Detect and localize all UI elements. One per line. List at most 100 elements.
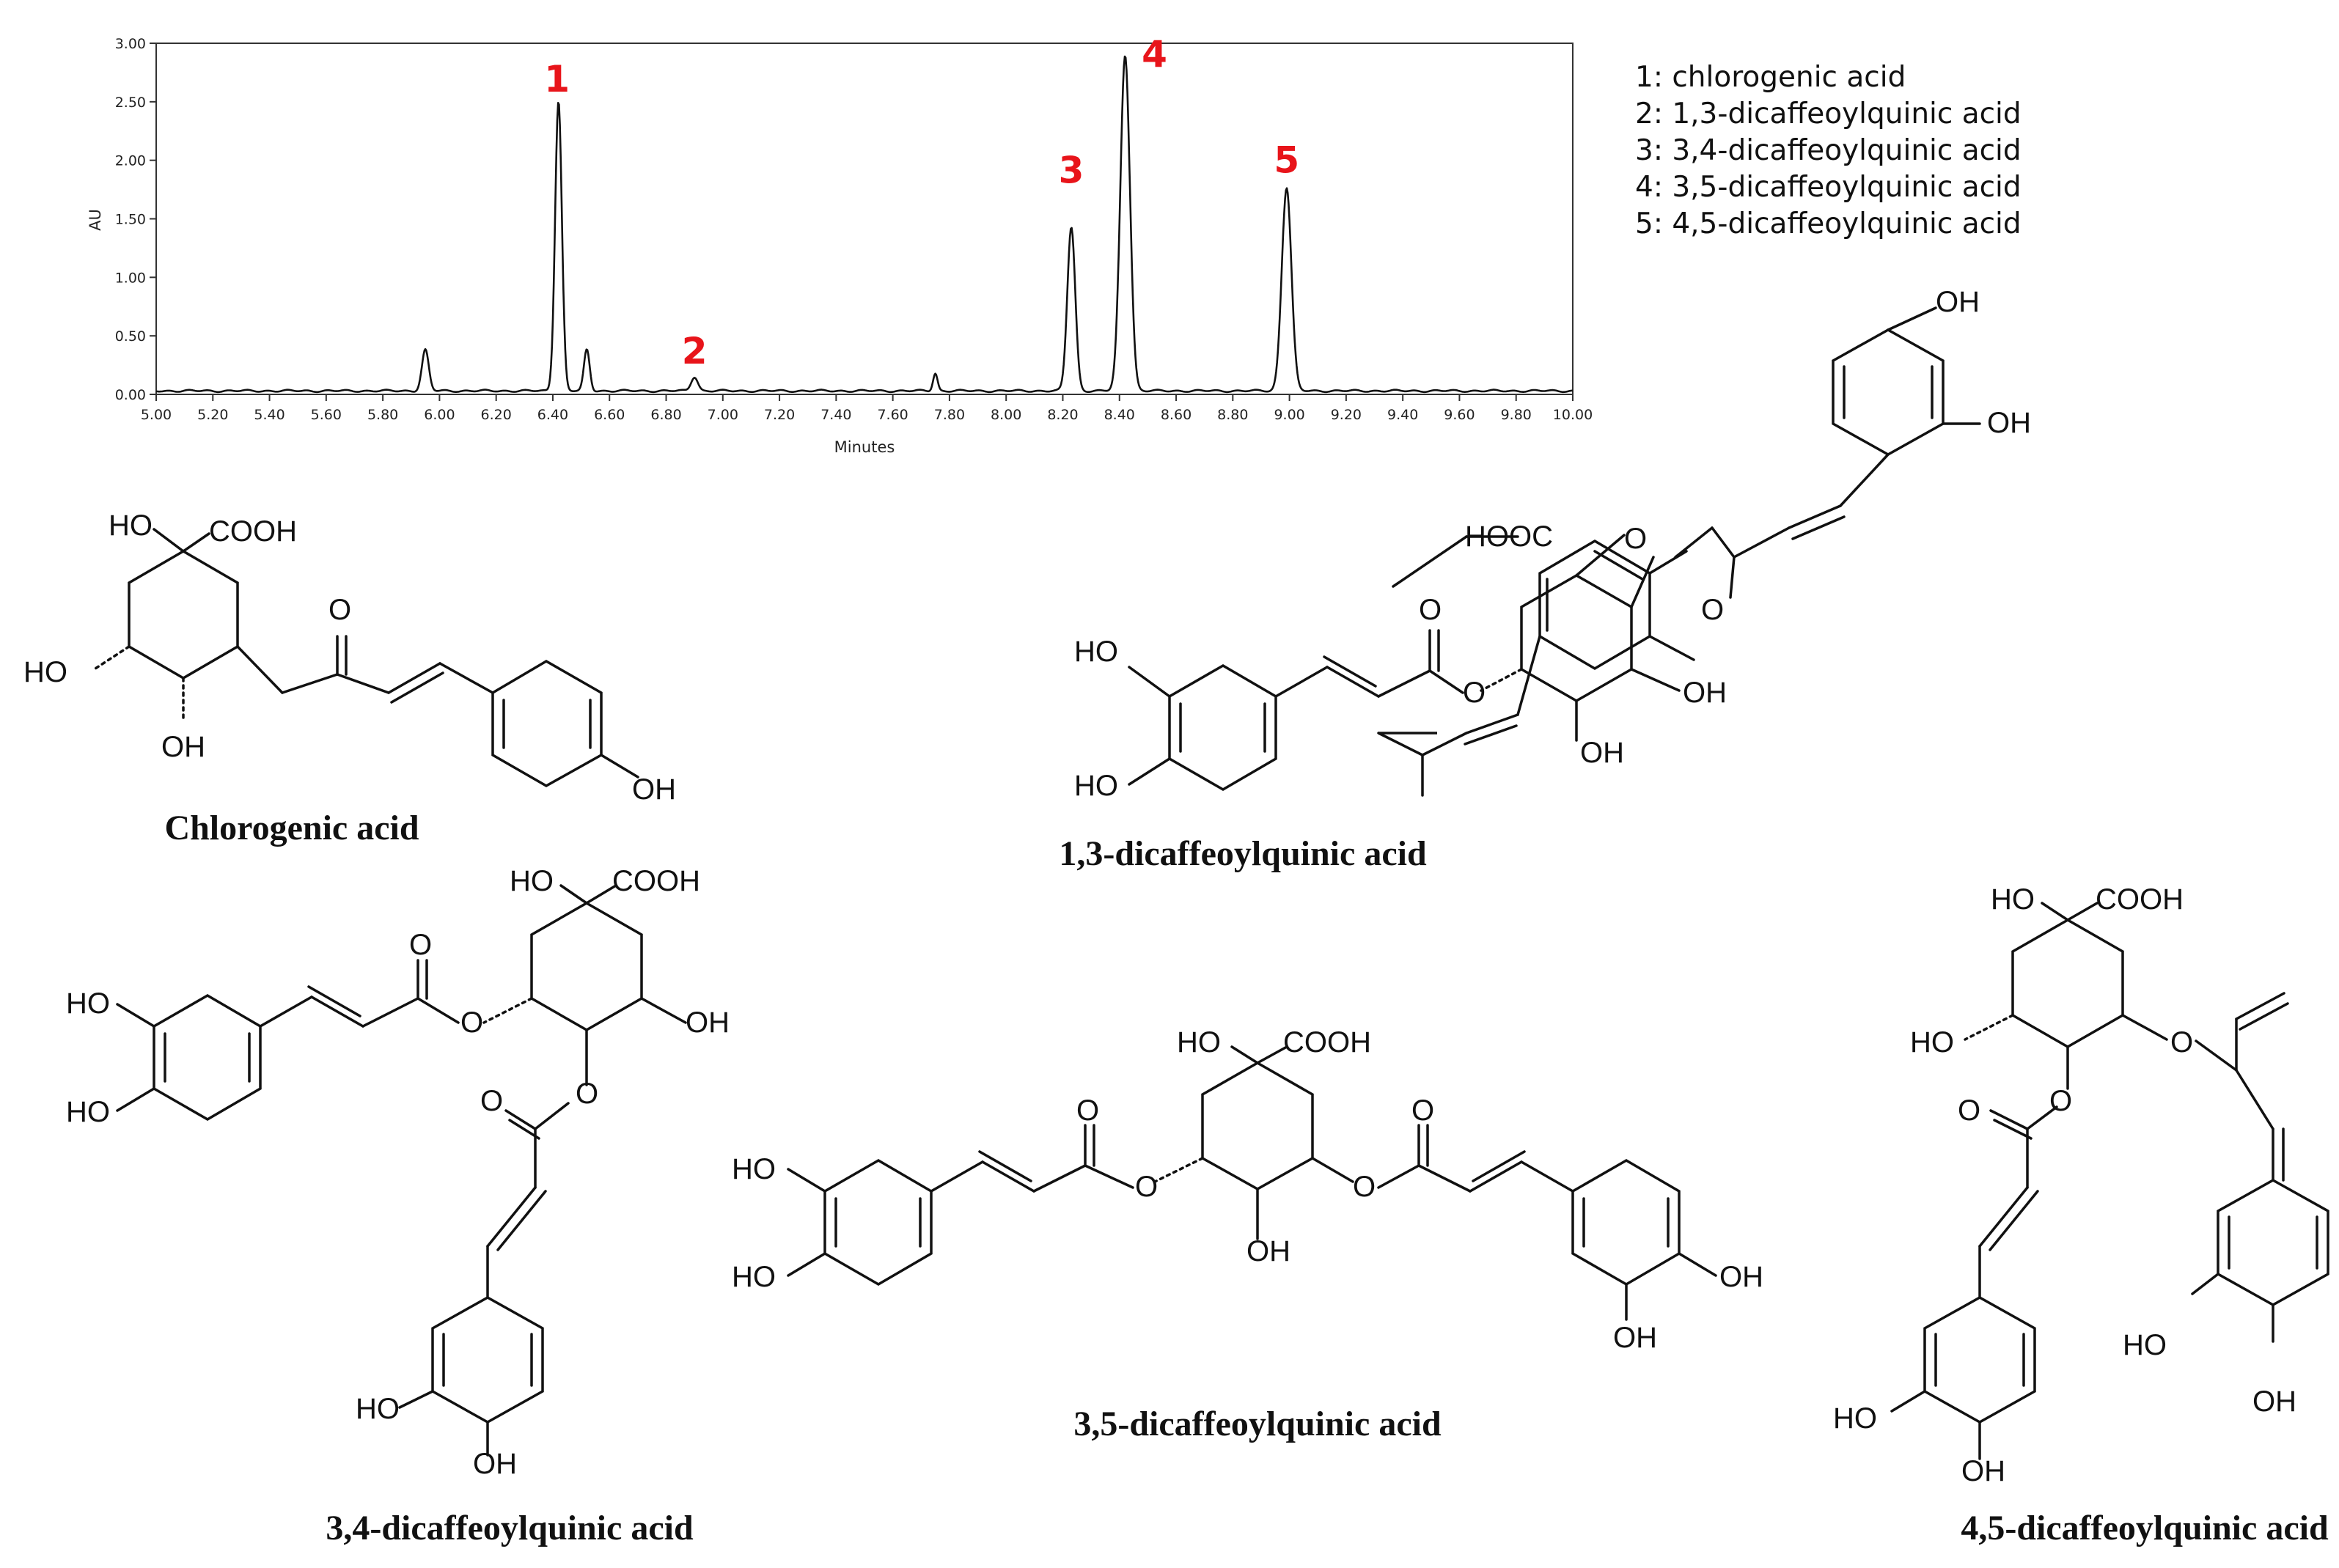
y-axis-label: AU xyxy=(87,209,104,231)
atom-label: OH xyxy=(1961,1455,2005,1487)
atom-label: HO xyxy=(1833,1402,1877,1435)
atom-label: O xyxy=(2049,1085,2072,1117)
structure-caption: 4,5-dicaffeoylquinic acid xyxy=(1961,1509,2329,1547)
y-axis-ticks: 0.000.501.001.502.002.503.00 xyxy=(115,36,156,403)
peak-label-1: 1 xyxy=(544,58,570,100)
atom-label: O xyxy=(1076,1094,1099,1127)
atom-label: HO xyxy=(1074,770,1118,802)
y-tick-label: 1.00 xyxy=(115,270,146,286)
peak-label-2: 2 xyxy=(682,330,708,372)
x-tick-label: 9.20 xyxy=(1331,407,1362,423)
x-tick-label: 9.40 xyxy=(1387,407,1418,423)
structure-bonds xyxy=(787,1045,1717,1321)
legend-entry-1: 1: chlorogenic acid xyxy=(1635,61,1906,94)
x-tick-label: 7.40 xyxy=(820,407,851,423)
x-tick-label: 7.00 xyxy=(708,407,738,423)
x-axis-label: Minutes xyxy=(834,438,895,456)
x-tick-label: 5.60 xyxy=(311,407,342,423)
x-tick-label: 10.00 xyxy=(1553,407,1593,423)
atom-label: O xyxy=(1463,677,1486,709)
atom-label: O xyxy=(1353,1171,1376,1203)
y-tick-label: 3.00 xyxy=(115,36,146,52)
atom-label: OH xyxy=(1719,1261,1763,1293)
atom-label: O xyxy=(576,1078,598,1110)
x-tick-label: 6.00 xyxy=(424,407,455,423)
x-tick-label: 8.80 xyxy=(1217,407,1248,423)
y-tick-label: 0.50 xyxy=(115,328,146,345)
atom-label: COOH xyxy=(209,515,297,548)
atom-label: HO xyxy=(1074,636,1118,668)
atom-label: HO xyxy=(1910,1026,1954,1059)
peak-labels: 1 2 3 4 5 xyxy=(544,33,1299,372)
atom-label: HO xyxy=(66,1096,110,1128)
legend: 1: chlorogenic acid 2: 1,3-dicaffeoylqui… xyxy=(1635,61,2022,240)
structure-1-3-dicaffeoylquinic-acid: OH OH HOOC O O O HO O HO OH OH 1,3-dicaf… xyxy=(1059,286,2031,873)
atom-label: O xyxy=(328,594,351,626)
structure-caption: 3,4-dicaffeoylquinic acid xyxy=(326,1509,694,1547)
structure-caption: Chlorogenic acid xyxy=(164,809,419,847)
x-tick-label: 8.60 xyxy=(1161,407,1191,423)
x-tick-label: 5.20 xyxy=(197,407,228,423)
structure-4-5-dicaffeoylquinic-acid: HO COOH HO O O O HO OH HO OH 4,5-dicaffe… xyxy=(1833,883,2329,1547)
atom-label: O xyxy=(409,929,432,961)
x-tick-label: 8.40 xyxy=(1104,407,1135,423)
x-tick-label: 6.80 xyxy=(650,407,681,423)
legend-entry-2: 2: 1,3-dicaffeoylquinic acid xyxy=(1635,97,2022,130)
atom-label: O xyxy=(2170,1026,2193,1059)
x-tick-label: 6.20 xyxy=(481,407,512,423)
atom-label: OH xyxy=(1936,286,1980,318)
x-tick-label: 5.40 xyxy=(254,407,284,423)
atom-label: O xyxy=(1135,1171,1158,1203)
atom-label: OH xyxy=(2252,1385,2296,1418)
x-tick-label: 5.80 xyxy=(367,407,398,423)
y-tick-label: 2.50 xyxy=(115,95,146,111)
atom-label: HO xyxy=(356,1393,400,1425)
atom-label: HO xyxy=(1177,1026,1221,1059)
peak-label-5: 5 xyxy=(1274,139,1299,181)
x-tick-label: 8.20 xyxy=(1047,407,1078,423)
legend-entry-5: 5: 4,5-dicaffeoylquinic acid xyxy=(1635,207,2022,240)
x-tick-label: 5.00 xyxy=(141,407,172,423)
atom-label: HO xyxy=(23,656,67,688)
atom-label: O xyxy=(1624,523,1647,555)
y-tick-label: 2.00 xyxy=(115,153,146,169)
atom-label: HO xyxy=(510,865,554,897)
structure-bonds xyxy=(94,528,639,788)
structure-caption: 1,3-dicaffeoylquinic acid xyxy=(1059,834,1427,873)
atom-label: O xyxy=(460,1006,483,1039)
atom-label: HO xyxy=(109,509,153,542)
structure-chlorogenic-acid: HO COOH O HO OH OH Chlorogenic acid xyxy=(23,509,676,847)
atom-label: O xyxy=(1419,594,1442,626)
x-tick-label: 9.80 xyxy=(1501,407,1532,423)
atom-label: HO xyxy=(2123,1329,2167,1361)
atom-label: HO xyxy=(732,1153,776,1185)
legend-entry-3: 3: 3,4-dicaffeoylquinic acid xyxy=(1635,134,2022,167)
x-tick-label: 6.40 xyxy=(537,407,568,423)
x-tick-label: 7.20 xyxy=(764,407,795,423)
plot-frame xyxy=(155,43,1574,395)
atom-label: OH xyxy=(1580,737,1624,769)
x-tick-label: 7.80 xyxy=(934,407,965,423)
y-tick-label: 1.50 xyxy=(115,212,146,228)
peak-label-3: 3 xyxy=(1059,150,1084,192)
x-tick-label: 9.60 xyxy=(1444,407,1475,423)
x-tick-label: 7.60 xyxy=(877,407,908,423)
structure-bonds xyxy=(1128,306,1981,797)
atom-label: COOH xyxy=(2096,883,2184,916)
x-tick-label: 6.60 xyxy=(594,407,625,423)
peak-label-4: 4 xyxy=(1142,33,1167,76)
atom-label: O xyxy=(480,1085,503,1117)
structure-bonds xyxy=(1890,902,2329,1460)
chromatogram: 5.00 5.20 5.40 5.60 5.80 6.00 6.20 6.40 6.60 6.80… xyxy=(87,33,1593,456)
atom-label: OH xyxy=(1613,1322,1657,1354)
atom-label: OH xyxy=(1246,1235,1290,1267)
atom-label: O xyxy=(1958,1094,1980,1127)
atom-label: O xyxy=(1701,594,1724,626)
x-axis-ticks: 5.00 5.20 5.40 5.60 5.80 6.00 6.20 6.40 6.60 6.80… xyxy=(141,394,1593,423)
atom-label: OH xyxy=(161,731,205,763)
structure-caption: 3,5-dicaffeoylquinic acid xyxy=(1073,1405,1442,1443)
structure-3-4-dicaffeoylquinic-acid: HO COOH O HO O OH HO O O HO OH 3,4-dicaf… xyxy=(66,865,730,1547)
structure-bonds xyxy=(116,884,687,1457)
x-tick-label: 9.00 xyxy=(1274,407,1304,423)
